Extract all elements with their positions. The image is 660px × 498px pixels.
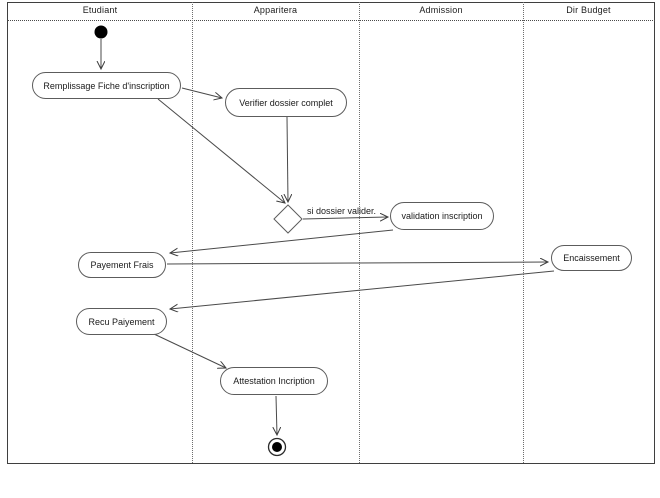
activity-remplissage-fiche: Remplissage Fiche d'inscription bbox=[32, 72, 181, 99]
edge-encaissement-to-recu bbox=[170, 270, 555, 309]
activity-attestation-incription: Attestation Incription bbox=[220, 367, 328, 395]
activity-recu-payement: Recu Paiyement bbox=[76, 308, 167, 335]
lane-title-etudiant: Etudiant bbox=[82, 5, 118, 15]
lane-title-apparitera: Apparitera bbox=[253, 5, 298, 15]
activity-verifier-dossier: Verifier dossier complet bbox=[225, 88, 347, 117]
end-node-core bbox=[272, 442, 282, 452]
edge-verifier-to-decision bbox=[287, 116, 288, 202]
lane-title-admission: Admission bbox=[419, 5, 463, 15]
edge-remplissage-to-verifier bbox=[181, 87, 222, 98]
decision-diamond bbox=[273, 204, 303, 234]
start-node bbox=[94, 25, 108, 39]
lane-divider-2 bbox=[359, 2, 360, 463]
activity-encaissement: Encaissement bbox=[551, 245, 632, 271]
edge-attestation-to-end bbox=[276, 395, 277, 435]
edge-recu-to-attestation bbox=[153, 333, 226, 368]
guard-label-si-dossier-valider: si dossier valider. bbox=[307, 206, 377, 216]
edge-payement-to-encaissement bbox=[166, 262, 548, 264]
swimlane-header-separator bbox=[7, 20, 655, 21]
edge-remplissage-to-decision bbox=[157, 98, 285, 203]
edge-validation-to-payement bbox=[170, 229, 394, 253]
edge-decision-to-validation bbox=[302, 217, 388, 219]
activity-payement-frais: Payement Frais bbox=[78, 252, 166, 278]
lane-divider-3 bbox=[523, 2, 524, 463]
lane-divider-1 bbox=[192, 2, 193, 463]
activity-validation-inscription: validation inscription bbox=[390, 202, 494, 230]
diagram-frame bbox=[7, 2, 655, 464]
lane-title-dir-budget: Dir Budget bbox=[566, 5, 611, 15]
